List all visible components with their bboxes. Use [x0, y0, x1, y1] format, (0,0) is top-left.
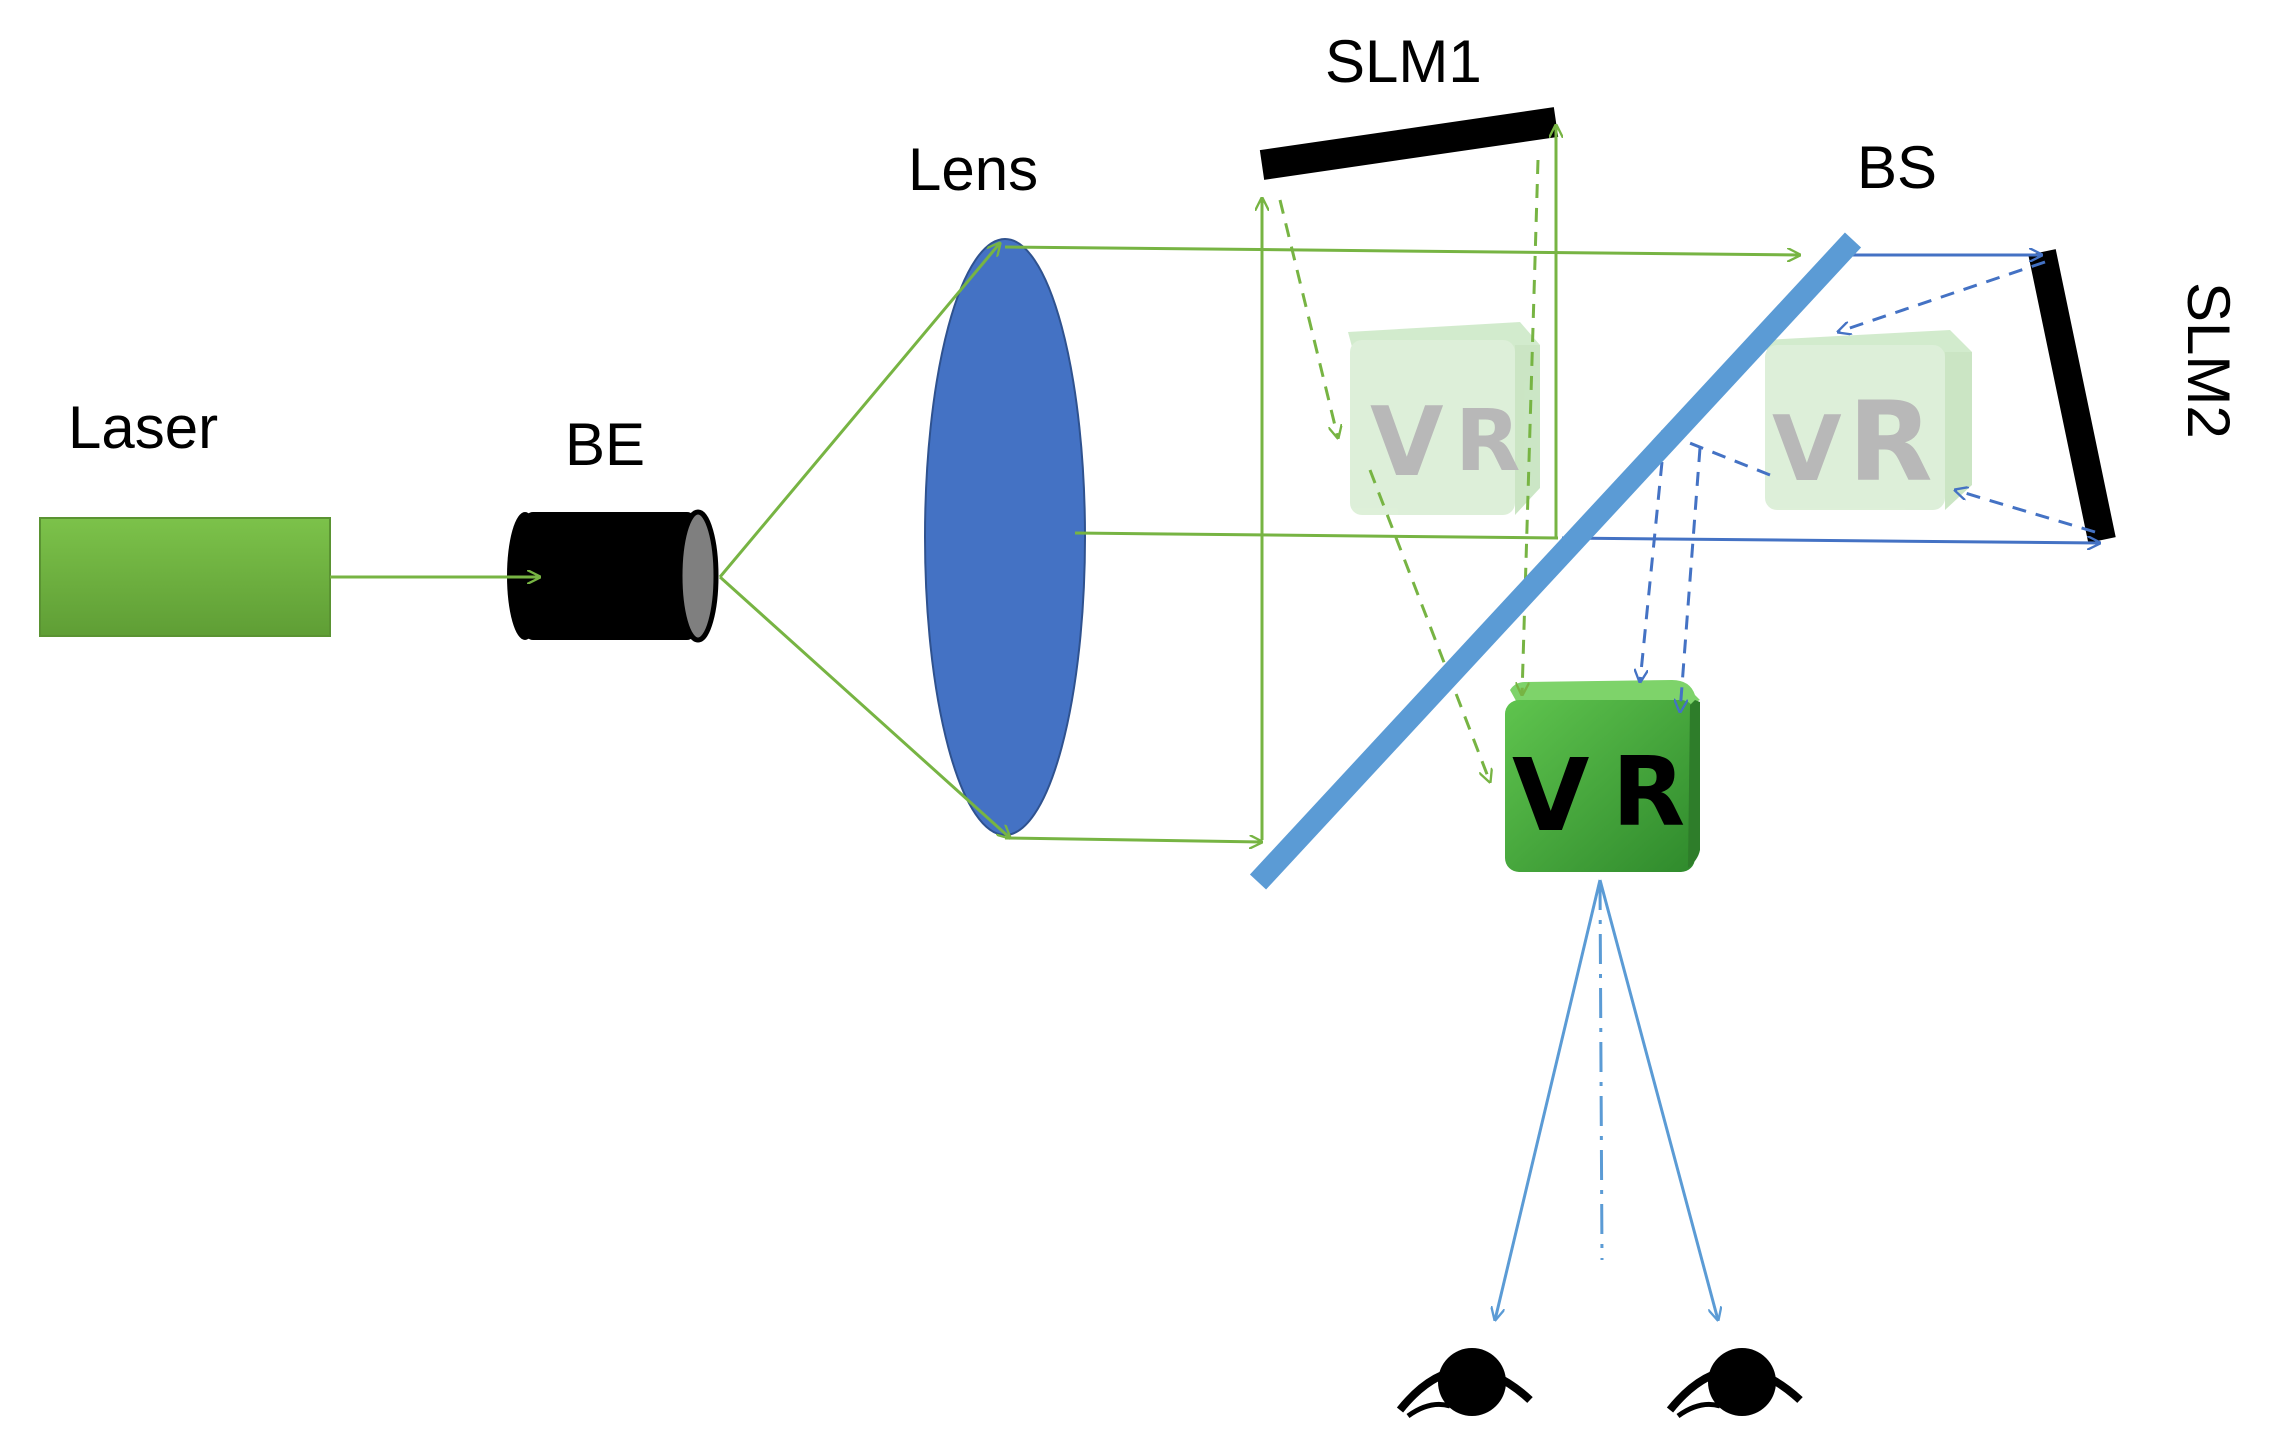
illumination-beams	[330, 125, 1800, 842]
ghost-cube-slm2: V R	[1765, 330, 1972, 510]
laser-source	[39, 517, 331, 637]
lens-label: Lens	[908, 136, 1038, 203]
ghost-cube-slm1-v: V	[1370, 388, 1444, 498]
slm2-label: SLM2	[2175, 282, 2242, 439]
be-label: BE	[565, 411, 645, 478]
beam-splitter	[1249, 232, 1862, 890]
slm1-panel	[1259, 107, 1559, 180]
eye-icon	[1666, 1348, 1803, 1419]
ghost-cube-slm2-r: R	[1848, 378, 1933, 506]
ghost-cube-slm1-r: R	[1455, 392, 1520, 491]
slm1-label: SLM1	[1325, 28, 1482, 95]
slm2-panel	[2028, 249, 2116, 543]
bs-label: BS	[1857, 134, 1937, 201]
viewing-lines	[1495, 879, 1718, 1320]
slm2-beams	[1561, 255, 2100, 543]
ghost-cube-slm1: V R	[1348, 322, 1540, 515]
eye-icon	[1396, 1348, 1533, 1419]
vr-cube-image: V R	[1505, 680, 1700, 872]
ghost-cube-slm2-v: V	[1772, 397, 1842, 502]
slm1-reflected-beams	[1278, 159, 1540, 782]
laser-label: Laser	[68, 394, 218, 461]
beam-expander	[507, 509, 719, 643]
vr-cube-v: V	[1512, 737, 1589, 854]
vr-cube-r: R	[1612, 738, 1685, 848]
lens	[924, 238, 1086, 836]
